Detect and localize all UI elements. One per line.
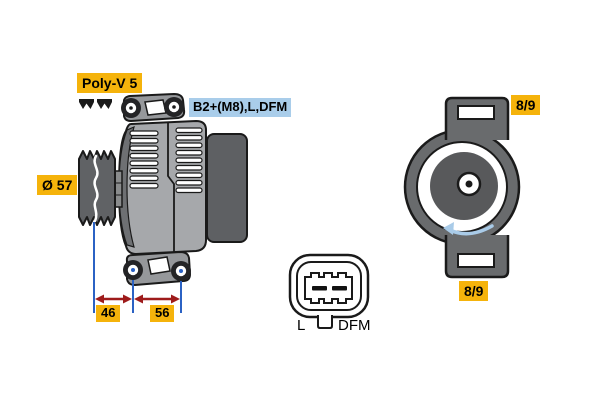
connector-pin-left [312, 286, 327, 291]
alternator-rear-view [403, 96, 521, 279]
pulley-rib-wave [93, 154, 99, 223]
bracket-cutout [147, 256, 171, 275]
connector-diagram [288, 253, 370, 329]
belt-profile-icon [79, 99, 112, 109]
connector-pin-left-label: L [297, 317, 306, 334]
fixing-slot-top [457, 105, 495, 120]
belt-type-label: Poly-V 5 [77, 73, 143, 94]
vent-slots-front [129, 130, 159, 189]
pulley-diameter-label: Ø 57 [37, 175, 78, 196]
housing-seam [167, 122, 175, 252]
connector-pin-right-label: DFM [338, 317, 371, 334]
pulley [78, 150, 116, 226]
alternator-side-view [78, 92, 248, 313]
dimension-arrows [95, 294, 180, 304]
top-mounting-boss-front [121, 98, 141, 118]
shaft-center [465, 180, 473, 188]
fixing-slot-bottom [457, 253, 495, 268]
drive-end-shade [118, 125, 135, 248]
rotation-ccw-arrow-icon [443, 222, 494, 236]
bracket-cutout [144, 99, 167, 116]
bottom-mounting-boss-rear [171, 261, 191, 281]
rear-cover-block [206, 133, 248, 243]
terminal-label: B2+(M8),L,DFM [189, 98, 292, 117]
connector-tab [317, 315, 333, 329]
fixing-hole-bottom-label: 8/9 [459, 281, 489, 302]
dimension-rear-label: 56 [150, 305, 175, 322]
connector-keyway [304, 272, 353, 304]
dimension-front-label: 46 [96, 305, 121, 322]
vent-slots-rear [175, 127, 203, 194]
bottom-mounting-boss-front [123, 260, 143, 280]
top-mounting-boss-rear [164, 97, 184, 117]
fixing-hole-top-label: 8/9 [511, 95, 541, 116]
top-mounting-bracket [121, 92, 186, 123]
connector-pin-right [332, 286, 347, 291]
